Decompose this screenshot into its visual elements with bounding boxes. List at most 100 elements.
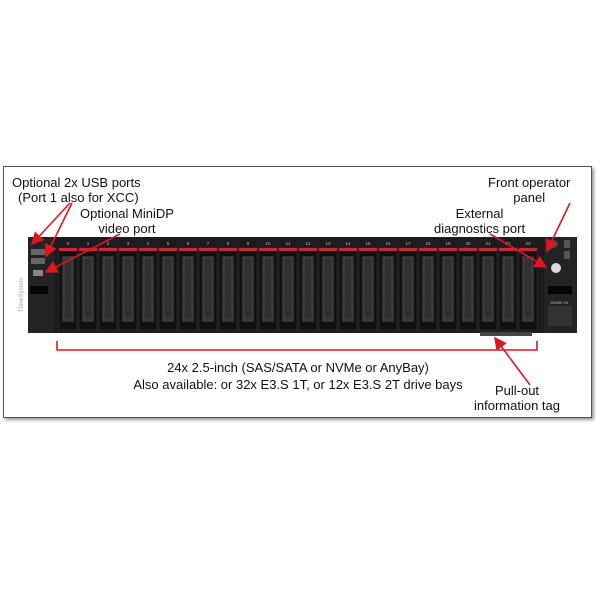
label-line: information tag bbox=[474, 398, 560, 413]
bay-number: 3 bbox=[127, 241, 130, 246]
bay-vent-holes bbox=[143, 257, 153, 321]
bay-release-tab bbox=[239, 248, 257, 251]
bay-vent-holes bbox=[163, 257, 173, 321]
bay-vent-grille bbox=[222, 256, 234, 322]
bay-vent-holes bbox=[243, 257, 253, 321]
bay-release-tab bbox=[519, 248, 537, 251]
bay-number: 8 bbox=[227, 241, 230, 246]
bay-number: 21 bbox=[485, 241, 491, 246]
bay-vent-grille bbox=[262, 256, 274, 322]
bay-vent-holes bbox=[223, 257, 233, 321]
bay-release-tab bbox=[499, 248, 517, 251]
bay-vent-grille bbox=[482, 256, 494, 322]
minidp-port bbox=[33, 270, 43, 276]
usb-ports-label: Optional 2x USB ports (Port 1 also for X… bbox=[12, 175, 141, 205]
bay-vent-holes bbox=[523, 257, 533, 321]
minidp-label: Optional MiniDP video port bbox=[80, 206, 174, 236]
bay-vent-holes bbox=[123, 257, 133, 321]
bay-vent-holes bbox=[323, 257, 333, 321]
bay-release-tab bbox=[279, 248, 297, 251]
bay-number: 6 bbox=[187, 241, 190, 246]
bay-release-tab bbox=[419, 248, 437, 251]
bay-vent-grille bbox=[162, 256, 174, 322]
model-label bbox=[548, 306, 572, 326]
bay-vent-holes bbox=[443, 257, 453, 321]
bay-number: 2 bbox=[107, 241, 110, 246]
bay-number: 18 bbox=[425, 241, 431, 246]
bay-number: 13 bbox=[325, 241, 331, 246]
model-text: SR850 V4 bbox=[550, 300, 569, 305]
bay-vent-grille bbox=[362, 256, 374, 322]
label-line: External bbox=[455, 206, 504, 221]
bay-vent-holes bbox=[203, 257, 213, 321]
bay-number: 12 bbox=[305, 241, 311, 246]
bay-number: 9 bbox=[247, 241, 250, 246]
bay-vent-grille bbox=[402, 256, 414, 322]
bay-release-tab bbox=[119, 248, 137, 251]
info-tag-label: Pull-out information tag bbox=[474, 383, 560, 413]
bay-vent-holes bbox=[63, 257, 73, 321]
label-line: Also available: or 32x E3.S 1T, or 12x E… bbox=[133, 377, 463, 392]
bay-vent-grille bbox=[522, 256, 534, 322]
bay-vent-holes bbox=[103, 257, 113, 321]
annotation-arrows bbox=[30, 202, 571, 386]
bay-vent-grille bbox=[302, 256, 314, 322]
bay-number: 14 bbox=[345, 241, 351, 246]
bay-release-tab bbox=[139, 248, 157, 251]
bay-vent-grille bbox=[122, 256, 134, 322]
bay-vent-grille bbox=[142, 256, 154, 322]
bay-vent-grille bbox=[422, 256, 434, 322]
bay-vent-grille bbox=[382, 256, 394, 322]
label-line: Optional MiniDP bbox=[80, 206, 174, 221]
bay-number: 5 bbox=[167, 241, 170, 246]
bay-vent-holes bbox=[383, 257, 393, 321]
label-line: video port bbox=[98, 221, 156, 236]
bay-vent-holes bbox=[463, 257, 473, 321]
bay-number: 10 bbox=[265, 241, 271, 246]
bay-release-tab bbox=[179, 248, 197, 251]
bay-release-tab bbox=[219, 248, 237, 251]
bay-vent-grille bbox=[82, 256, 94, 322]
operator-panel-label: Front operator panel bbox=[488, 175, 570, 205]
bay-release-tab bbox=[79, 248, 97, 251]
bay-number: 11 bbox=[286, 241, 291, 246]
bay-number: 22 bbox=[505, 241, 511, 246]
bay-vent-grille bbox=[202, 256, 214, 322]
bay-release-tab bbox=[159, 248, 177, 251]
usb-port-1 bbox=[31, 249, 45, 255]
bay-release-tab bbox=[459, 248, 477, 251]
bay-number: 0 bbox=[67, 241, 70, 246]
left-port-panel bbox=[31, 249, 45, 276]
bay-number: 4 bbox=[147, 241, 150, 246]
bay-vent-holes bbox=[183, 257, 193, 321]
bay-release-tab bbox=[319, 248, 337, 251]
bay-release-tab bbox=[259, 248, 277, 251]
bay-number: 17 bbox=[405, 241, 411, 246]
bay-vent-holes bbox=[263, 257, 273, 321]
bay-vent-grille bbox=[62, 256, 74, 322]
bay-vent-grille bbox=[182, 256, 194, 322]
bay-release-tab bbox=[99, 248, 117, 251]
bay-vent-grille bbox=[342, 256, 354, 322]
bay-release-tab bbox=[359, 248, 377, 251]
bay-vent-holes bbox=[363, 257, 373, 321]
bay-vent-grille bbox=[502, 256, 514, 322]
bay-vent-grille bbox=[442, 256, 454, 322]
bay-release-tab bbox=[399, 248, 417, 251]
bay-vent-holes bbox=[483, 257, 493, 321]
bay-vent-grille bbox=[282, 256, 294, 322]
pull-out-info-tag bbox=[480, 332, 532, 336]
label-line: Front operator bbox=[488, 175, 571, 190]
bay-vent-holes bbox=[423, 257, 433, 321]
bay-vent-grille bbox=[462, 256, 474, 322]
drive-bays-label: 24x 2.5-inch (SAS/SATA or NVMe or AnyBay… bbox=[118, 360, 478, 392]
label-line: diagnostics port bbox=[434, 221, 526, 236]
bay-vent-grille bbox=[102, 256, 114, 322]
label-line: panel bbox=[513, 190, 546, 205]
bay-release-tab bbox=[379, 248, 397, 251]
bay-number: 15 bbox=[365, 241, 371, 246]
bay-vent-holes bbox=[503, 257, 513, 321]
bay-number: 23 bbox=[525, 241, 531, 246]
